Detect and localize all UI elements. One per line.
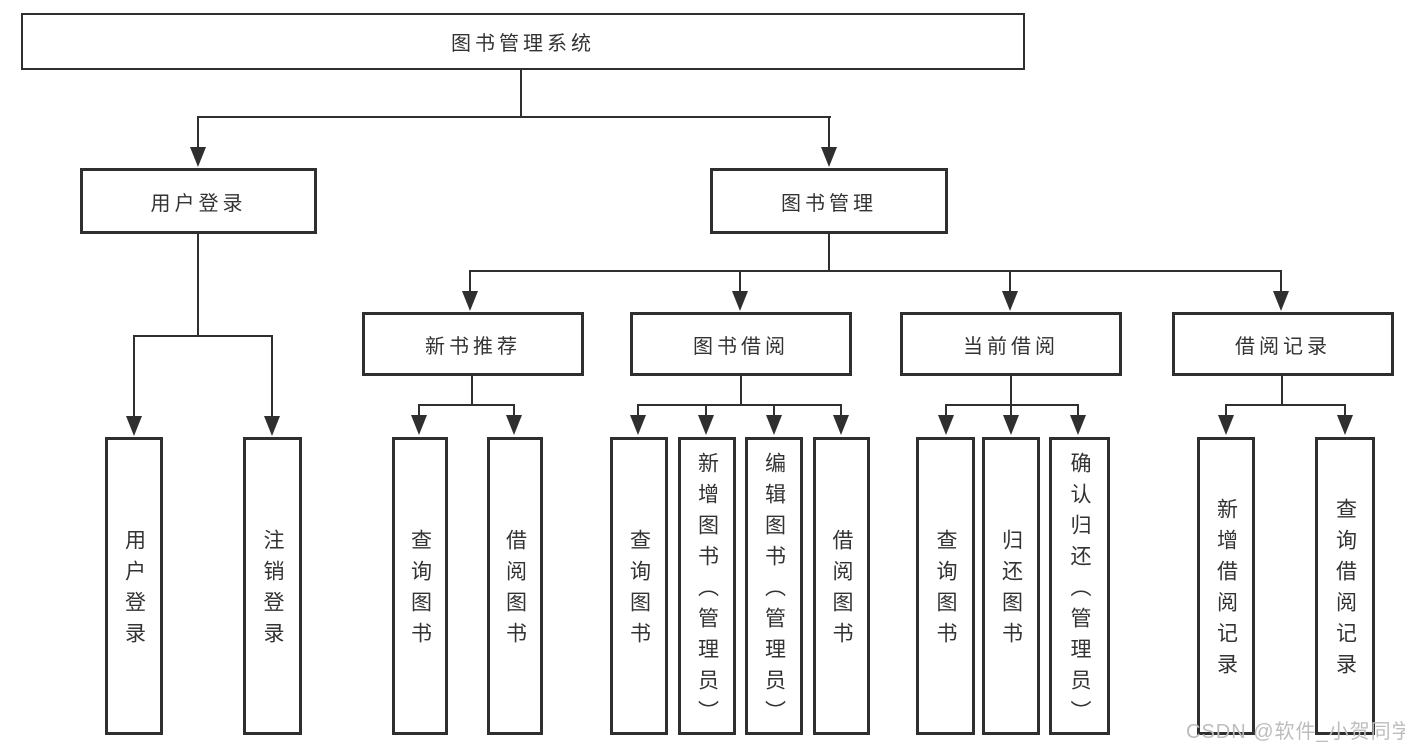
- connector-line: [1010, 404, 1012, 417]
- node-user-login: 用户登录: [80, 168, 317, 234]
- arrowhead-down-icon: [126, 416, 142, 436]
- connector-line: [271, 335, 273, 417]
- arrowhead-down-icon: [462, 291, 478, 311]
- leaf-logout: 注销登录: [243, 437, 302, 735]
- leaf-label: 编辑图书（管理员）: [762, 451, 786, 731]
- connector-line: [840, 404, 842, 417]
- leaf-label: 新增图书（管理员）: [695, 451, 719, 731]
- arrowhead-down-icon: [264, 416, 280, 436]
- leaf-label: 查询图书: [408, 529, 432, 653]
- leaf-label: 确认归还（管理员）: [1068, 451, 1091, 731]
- node-library-management-system: 图书管理系统: [21, 13, 1025, 70]
- connector-line: [1280, 270, 1282, 293]
- arrowhead-down-icon: [1002, 291, 1018, 311]
- connector-line: [637, 404, 842, 406]
- connector-line: [469, 270, 471, 293]
- arrowhead-down-icon: [1273, 291, 1289, 311]
- leaf-return-books: 归还图书: [982, 437, 1040, 735]
- arrowhead-down-icon: [766, 415, 782, 435]
- arrowhead-down-icon: [1218, 415, 1234, 435]
- arrowhead-down-icon: [411, 415, 427, 435]
- connector-line: [1009, 270, 1011, 293]
- leaf-label: 借阅图书: [503, 529, 527, 653]
- connector-line: [513, 404, 515, 417]
- arrowhead-down-icon: [1070, 415, 1086, 435]
- leaf-edit-book-admin: 编辑图书（管理员）: [745, 437, 803, 735]
- leaf-query-borrow-record: 查询借阅记录: [1315, 437, 1375, 735]
- connector-line: [1344, 404, 1346, 417]
- leaf-label: 借阅图书: [830, 529, 853, 653]
- connector-line: [197, 116, 831, 118]
- leaf-query-books-borrow: 查询图书: [610, 437, 668, 735]
- leaf-label: 新增借阅记录: [1214, 498, 1238, 684]
- leaf-query-books-current: 查询图书: [916, 437, 975, 735]
- leaf-label: 查询图书: [934, 529, 957, 653]
- arrowhead-down-icon: [821, 147, 837, 167]
- leaf-label: 用户登录: [122, 529, 146, 653]
- node-current-borrow: 当前借阅: [900, 312, 1122, 376]
- connector-line: [945, 404, 947, 417]
- connector-line: [197, 116, 199, 150]
- leaf-add-book-admin: 新增图书（管理员）: [678, 437, 736, 735]
- leaf-add-borrow-record: 新增借阅记录: [1197, 437, 1255, 735]
- arrowhead-down-icon: [190, 147, 206, 167]
- connector-line: [773, 404, 775, 417]
- watermark: CSDN @软件_小贺同学: [1186, 721, 1405, 743]
- arrowhead-down-icon: [630, 415, 646, 435]
- node-book-management: 图书管理: [710, 168, 948, 234]
- connector-line: [739, 270, 741, 293]
- connector-line: [705, 404, 707, 417]
- connector-line: [520, 70, 522, 118]
- connector-line: [418, 404, 420, 417]
- arrowhead-down-icon: [1003, 415, 1019, 435]
- connector-line: [740, 376, 742, 406]
- connector-line: [637, 404, 639, 417]
- arrowhead-down-icon: [698, 415, 714, 435]
- leaf-label: 归还图书: [999, 529, 1023, 653]
- node-new-book-recommend: 新书推荐: [362, 312, 584, 376]
- leaf-borrow-books: 借阅图书: [813, 437, 870, 735]
- arrowhead-down-icon: [506, 415, 522, 435]
- leaf-label: 查询借阅记录: [1333, 498, 1357, 684]
- connector-line: [133, 335, 135, 417]
- connector-line: [828, 116, 830, 150]
- connector-line: [197, 234, 199, 337]
- connector-line: [418, 404, 515, 406]
- connector-line: [1077, 404, 1079, 417]
- connector-line: [469, 270, 1282, 272]
- connector-line: [828, 234, 830, 272]
- leaf-confirm-return-admin: 确认归还（管理员）: [1049, 437, 1110, 735]
- connector-line: [133, 335, 273, 337]
- leaf-query-books-recommend: 查询图书: [392, 437, 448, 735]
- leaf-label: 注销登录: [261, 529, 284, 653]
- connector-line: [1225, 404, 1346, 406]
- arrowhead-down-icon: [938, 415, 954, 435]
- node-borrow-records: 借阅记录: [1172, 312, 1394, 376]
- leaf-user-login: 用户登录: [105, 437, 163, 735]
- connector-line: [471, 376, 473, 406]
- connector-line: [1281, 376, 1283, 406]
- node-book-borrow: 图书借阅: [630, 312, 852, 376]
- connector-line: [1010, 376, 1012, 406]
- arrowhead-down-icon: [732, 291, 748, 311]
- leaf-label: 查询图书: [627, 529, 651, 653]
- arrowhead-down-icon: [833, 415, 849, 435]
- arrowhead-down-icon: [1337, 415, 1353, 435]
- connector-line: [945, 404, 1079, 406]
- leaf-borrow-books-recommend: 借阅图书: [487, 437, 543, 735]
- connector-line: [1225, 404, 1227, 417]
